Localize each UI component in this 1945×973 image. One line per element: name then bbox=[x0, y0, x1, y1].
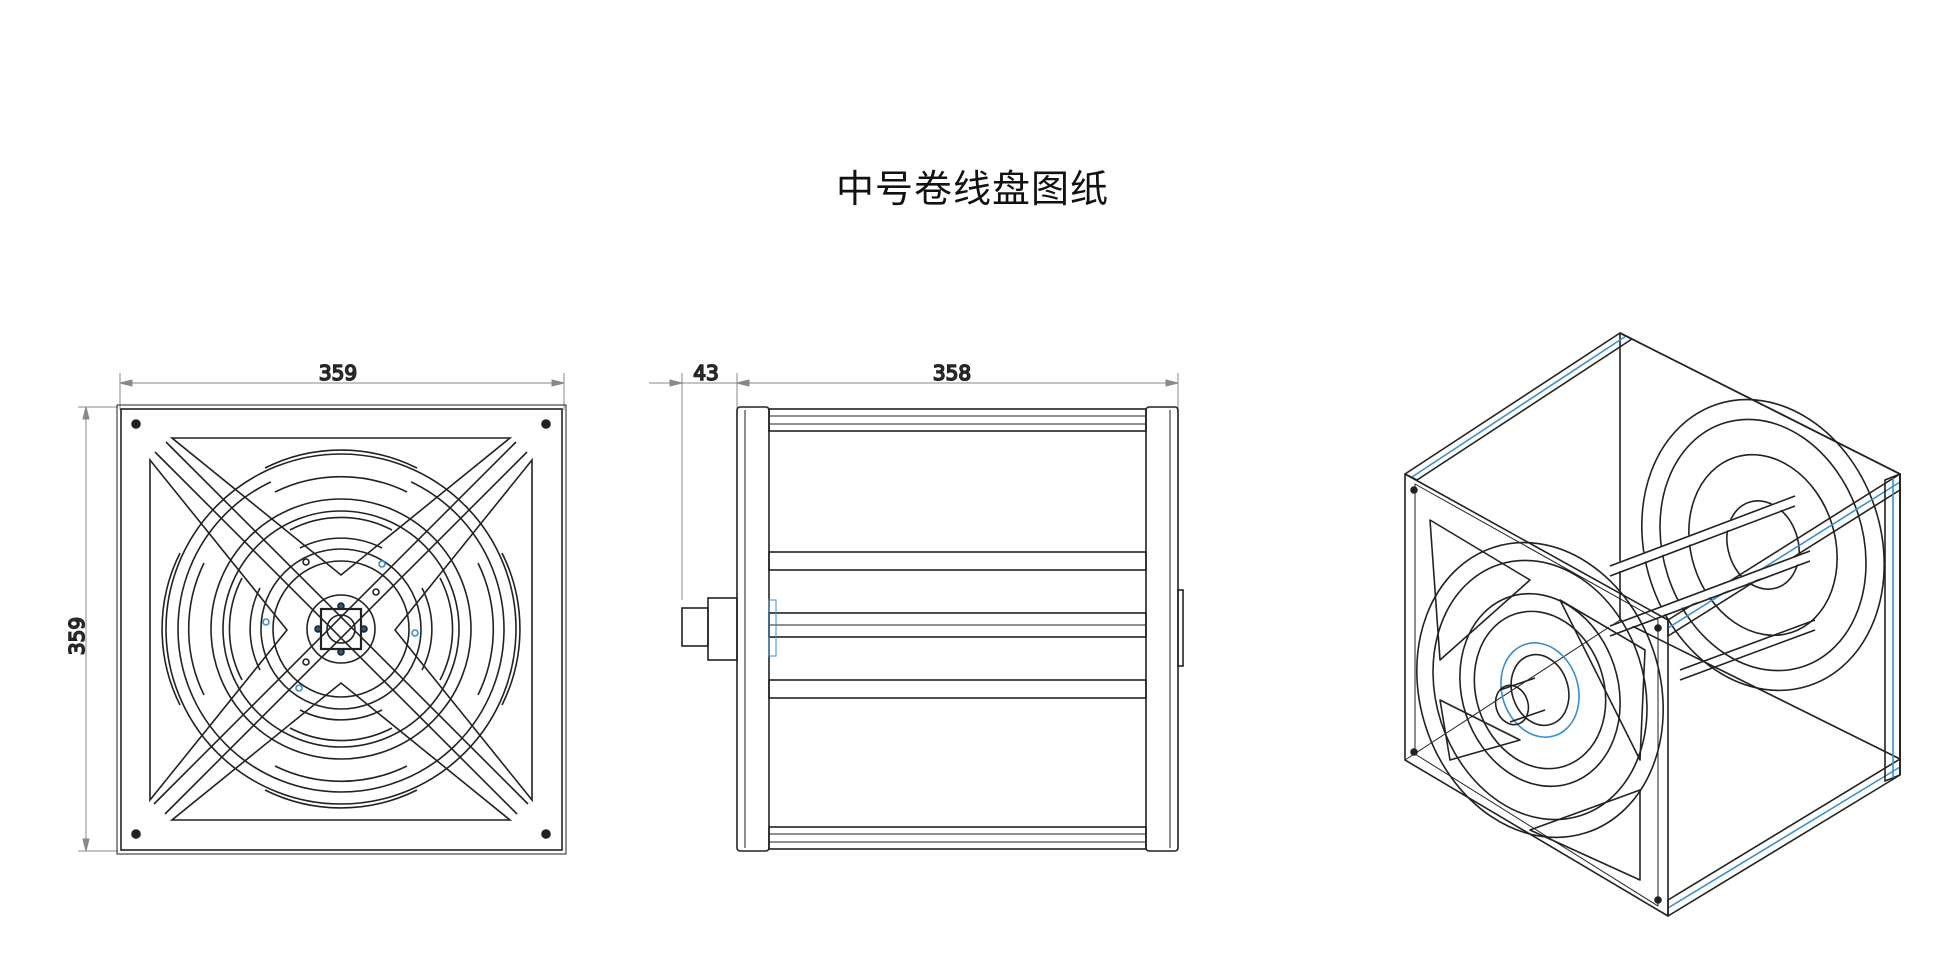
cutout-left bbox=[149, 457, 289, 803]
front-width-label: 359 bbox=[319, 361, 357, 385]
front-reel bbox=[1416, 541, 1664, 839]
corner-hole bbox=[541, 419, 551, 429]
side-offset-label: 43 bbox=[693, 361, 718, 385]
hub-flange bbox=[306, 594, 376, 664]
cutout-bottom bbox=[169, 681, 513, 821]
shaft-end bbox=[681, 607, 709, 647]
top-extrusion bbox=[768, 408, 1147, 432]
front-width-dimension bbox=[119, 373, 565, 410]
side-width-label: 358 bbox=[933, 361, 971, 385]
middle-ring bbox=[210, 498, 472, 760]
front-plate-outline bbox=[120, 408, 563, 851]
slot bbox=[161, 552, 181, 706]
corner-hole bbox=[541, 829, 551, 839]
shaft bbox=[1494, 684, 1530, 726]
end-plate-right bbox=[1145, 406, 1179, 852]
right-stub bbox=[1177, 589, 1184, 667]
cutout-top bbox=[169, 437, 513, 577]
front-cutout bbox=[1429, 519, 1531, 661]
isometric-view bbox=[1404, 332, 1901, 917]
drawing-title: 中号卷线盘图纸 bbox=[835, 167, 1109, 211]
slot bbox=[264, 789, 418, 809]
front-plate-edge bbox=[116, 404, 567, 855]
corner-hole bbox=[131, 419, 141, 429]
slot bbox=[289, 516, 393, 531]
slot bbox=[289, 727, 393, 742]
hub-ring bbox=[260, 548, 422, 710]
front-frame bbox=[1404, 473, 1669, 917]
rod-lower bbox=[768, 679, 1147, 699]
slot bbox=[264, 449, 418, 469]
cutout-right bbox=[393, 457, 533, 803]
back-reel bbox=[1641, 398, 1885, 692]
bottom-extrusion bbox=[768, 826, 1147, 850]
front-height-label: 359 bbox=[65, 617, 89, 655]
side-view: 43 358 bbox=[649, 360, 1184, 852]
outer-ring bbox=[165, 453, 517, 805]
slot bbox=[501, 552, 521, 706]
side-offset-dimension bbox=[649, 373, 750, 600]
front-view: 359 359 bbox=[64, 360, 567, 855]
corner-hole bbox=[131, 829, 141, 839]
slot bbox=[439, 577, 454, 681]
shaft-collar bbox=[707, 597, 738, 661]
end-plate-left bbox=[736, 406, 770, 852]
rod-upper bbox=[768, 551, 1147, 571]
front-height-dimension bbox=[78, 406, 118, 852]
side-width-dimension bbox=[737, 373, 1179, 408]
slot bbox=[228, 577, 243, 681]
